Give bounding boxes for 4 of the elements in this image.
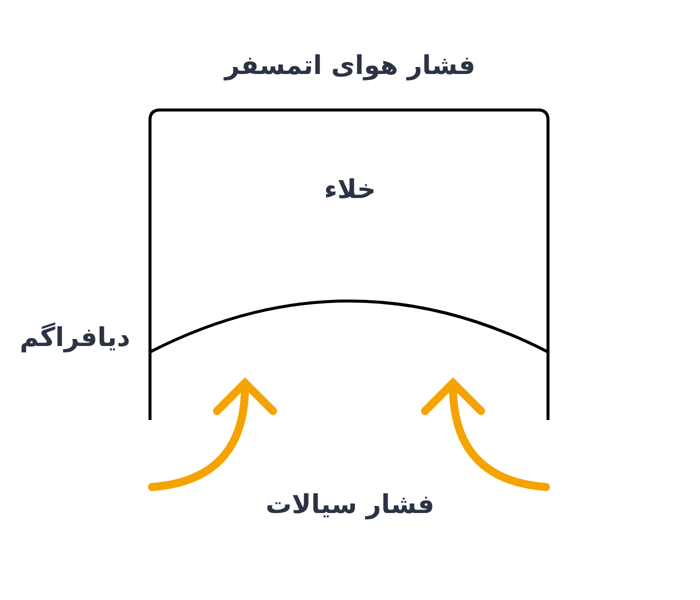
- region-label: خلاء: [324, 175, 376, 205]
- part-label: دیافراگم: [20, 323, 130, 353]
- title: فشار هوای اتمسفر: [224, 51, 476, 81]
- pressure-label: فشار سیالات: [266, 490, 434, 520]
